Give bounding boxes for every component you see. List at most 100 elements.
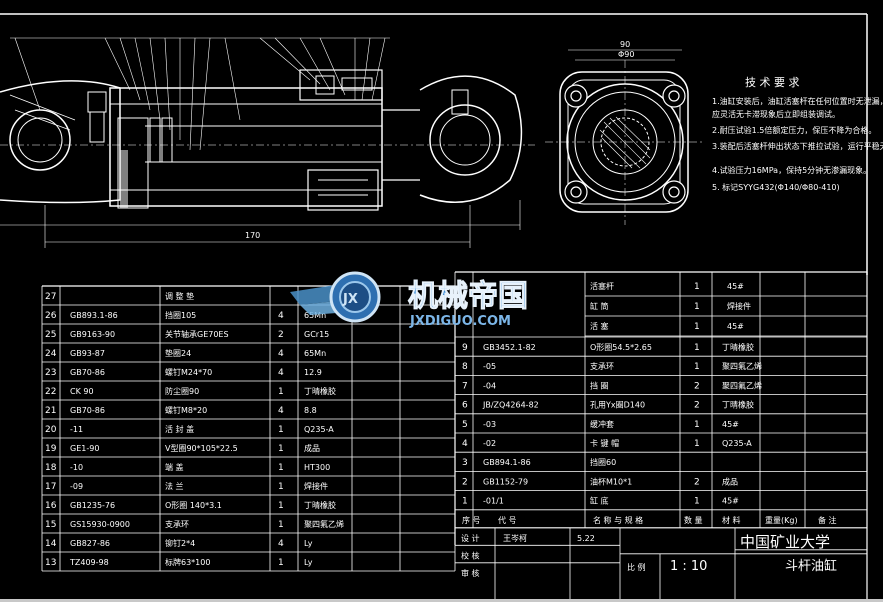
header-material: 材 料 bbox=[722, 515, 741, 525]
part-row-code: JB/ZQ4264-82 bbox=[482, 401, 539, 410]
part-row-material: 65Mn bbox=[304, 311, 326, 320]
part-row-code: CK 90 bbox=[70, 387, 94, 396]
part-row-material: HT300 bbox=[304, 463, 330, 472]
part-row-number: 14 bbox=[45, 539, 57, 549]
part-row-material: Q235-A bbox=[722, 439, 752, 448]
part-row-name: 标牌63*100 bbox=[165, 557, 210, 567]
part-row-qty: 1 bbox=[278, 425, 284, 435]
tech-item: 3.装配后活塞杆伸出状态下推拉试验，运行平稳无异常声响 bbox=[712, 141, 883, 151]
part-row-qty: 1 bbox=[278, 482, 284, 492]
tech-item: 5. 标记SYYG432(Φ140/Φ80-410) bbox=[712, 182, 840, 192]
part-row-code: GB3452.1-82 bbox=[483, 343, 536, 352]
part-row-name: 调 整 垫 bbox=[165, 291, 194, 301]
part-row-name: 支承环 bbox=[590, 361, 614, 371]
part-row-qty: 1 bbox=[694, 497, 700, 507]
part-row-name: 孔用Yx圈D140 bbox=[590, 401, 645, 410]
part-row-name: 活 封 盖 bbox=[165, 424, 194, 434]
part-row-number: 9 bbox=[462, 343, 468, 353]
part-row-number: 6 bbox=[462, 401, 468, 411]
check-label: 校 核 bbox=[461, 550, 480, 560]
part-row-name: 卡 键 帽 bbox=[590, 438, 619, 448]
watermark-en: JXDIGUO.COM bbox=[409, 314, 511, 329]
part-row-number: 26 bbox=[45, 311, 57, 321]
part-row-number: 18 bbox=[45, 463, 57, 473]
part-row-qty: 4 bbox=[278, 349, 284, 359]
flange-end-view: 90 Φ90 bbox=[545, 40, 705, 225]
part-row-name: 缓冲套 bbox=[590, 419, 614, 429]
part-row-code: GB70-86 bbox=[70, 406, 105, 415]
cylinder-section-view: 170 bbox=[0, 37, 535, 248]
part-row-material: 45# bbox=[722, 420, 739, 429]
bore-dimension: 90 bbox=[620, 40, 630, 49]
part-row-qty: 4 bbox=[278, 539, 284, 549]
part-row-material: 聚四氟乙烯 bbox=[722, 361, 762, 371]
part-row-code: GE1-90 bbox=[70, 444, 99, 453]
part-row-material: 聚四氟乙烯 bbox=[722, 380, 762, 390]
part-row-name: 挡圈60 bbox=[590, 457, 616, 467]
part-row-qty: 4 bbox=[278, 368, 284, 378]
part-row-qty: 1 bbox=[694, 420, 700, 430]
school-name: 中国矿业大学 bbox=[740, 533, 830, 551]
part-row-material: 成品 bbox=[722, 476, 738, 486]
design-date: 5.22 bbox=[577, 534, 595, 543]
part-row-material: Ly bbox=[304, 539, 313, 548]
part-row-name: O形圈 140*3.1 bbox=[165, 501, 222, 510]
part-row-number: 20 bbox=[45, 425, 57, 435]
watermark-badge: JX bbox=[342, 292, 358, 307]
part-row-name: 缸 底 bbox=[590, 496, 609, 506]
part-row-number: 13 bbox=[45, 558, 56, 568]
part-row-material: 丁晴橡胶 bbox=[722, 342, 754, 352]
part-row-number: 24 bbox=[45, 349, 57, 359]
part-row-name: 活 塞 bbox=[590, 321, 609, 331]
part-row-material: 8.8 bbox=[304, 406, 317, 415]
part-row-qty: 1 bbox=[278, 520, 284, 530]
part-row-number: 5 bbox=[462, 420, 468, 430]
part-row-code: GB70-86 bbox=[70, 368, 105, 377]
length-dimension: 170 bbox=[245, 231, 260, 240]
part-row-material: 65Mn bbox=[304, 349, 326, 358]
part-row-name: V型圈90*105*22.5 bbox=[165, 444, 238, 453]
designer-name: 王岑柯 bbox=[503, 533, 527, 543]
part-row-material: 丁晴橡胶 bbox=[722, 400, 754, 410]
header-note: 备 注 bbox=[818, 515, 837, 525]
part-row-qty: 1 bbox=[694, 302, 700, 312]
part-row-name: O形圈54.5*2.65 bbox=[590, 343, 652, 352]
part-row-material: 焊接件 bbox=[727, 301, 751, 311]
part-row-code: -02 bbox=[483, 439, 496, 448]
part-row-name: 铆钉2*4 bbox=[165, 538, 195, 548]
part-row-code: -03 bbox=[483, 420, 496, 429]
part-row-name: 油杯M10*1 bbox=[590, 476, 632, 486]
part-row-material: Q235-A bbox=[304, 425, 334, 434]
design-label: 设 计 bbox=[461, 533, 480, 543]
part-row-name: 法 兰 bbox=[165, 481, 184, 491]
header-code: 代 号 bbox=[498, 515, 517, 525]
part-row-number: 25 bbox=[45, 330, 56, 340]
part-row-number: 17 bbox=[45, 482, 56, 492]
header-weight: 重量(Kg) bbox=[765, 515, 798, 525]
dia-dimension: Φ90 bbox=[618, 50, 634, 59]
part-row-code: -04 bbox=[483, 381, 496, 390]
tech-item: 应灵活无卡滞现象后立即组装调试。 bbox=[712, 109, 840, 119]
tech-item: 1.油缸安装后，油缸活塞杆在任何位置时无泄漏，进行动作 bbox=[712, 96, 883, 106]
part-row-code: GB9163-90 bbox=[70, 330, 115, 339]
part-row-name: 螺钉M8*20 bbox=[165, 405, 207, 415]
part-row-number: 2 bbox=[462, 477, 468, 487]
part-row-code: -01/1 bbox=[483, 497, 504, 506]
tech-title: 技 术 要 求 bbox=[745, 76, 800, 89]
part-row-qty: 1 bbox=[278, 387, 284, 397]
part-row-qty: 4 bbox=[278, 311, 284, 321]
part-row-qty: 2 bbox=[694, 381, 700, 391]
part-row-number: 21 bbox=[45, 406, 56, 416]
part-row-name: 挡圈105 bbox=[165, 310, 196, 320]
part-row-code: TZ409-98 bbox=[69, 558, 109, 567]
scale-label: 比 例 bbox=[627, 562, 646, 572]
tech-item: 4.试验压力16MPa，保持5分钟无渗漏现象。 bbox=[712, 165, 871, 175]
part-row-qty: 4 bbox=[278, 406, 284, 416]
part-row-code: GB1152-79 bbox=[483, 477, 528, 486]
part-row-code: GB1235-76 bbox=[70, 501, 115, 510]
part-row-code: -05 bbox=[483, 362, 496, 371]
part-row-material: 12.9 bbox=[304, 368, 322, 377]
technical-requirements: 技 术 要 求 1.油缸安装后，油缸活塞杆在任何位置时无泄漏，进行动作 应灵活无… bbox=[712, 76, 883, 192]
bottom-scrollbar[interactable] bbox=[0, 599, 883, 602]
